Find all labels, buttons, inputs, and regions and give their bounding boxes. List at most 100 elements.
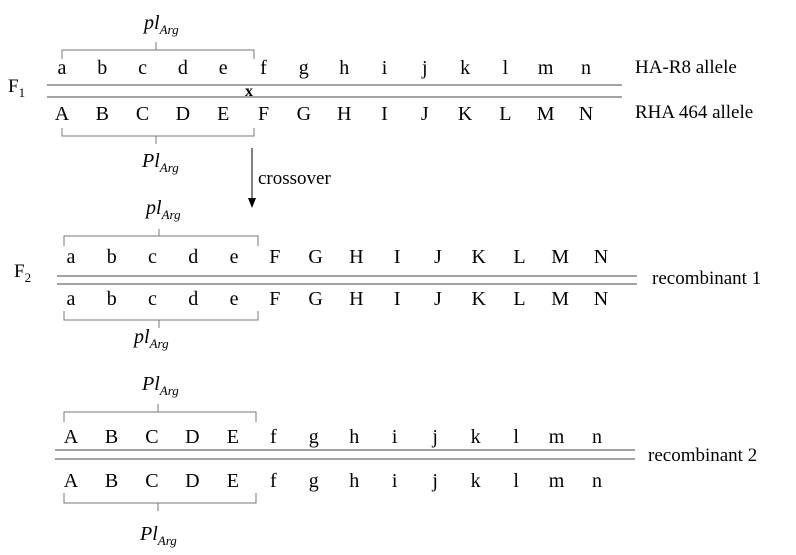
gene-locus-A: A xyxy=(64,426,79,448)
f1-top-allele-label: HA-R8 allele xyxy=(635,57,737,78)
gene-locus-j: j xyxy=(431,426,438,448)
f1-bottom-brace-label: PlArg xyxy=(141,150,179,175)
r1-bottom-brace-sub: Arg xyxy=(149,336,170,351)
gene-locus-d: d xyxy=(188,246,198,268)
crossover-arrow-head xyxy=(248,198,256,208)
gene-locus-f: f xyxy=(260,57,267,79)
gene-locus-M: M xyxy=(537,103,555,125)
gene-locus-j: j xyxy=(431,470,438,492)
gene-locus-k: k xyxy=(460,57,470,79)
gene-locus-A: A xyxy=(55,103,70,125)
r2-bottom-brace xyxy=(63,493,257,511)
gene-locus-n: n xyxy=(592,426,602,448)
gene-locus-I: I xyxy=(394,288,401,310)
r1-top-brace xyxy=(63,229,259,246)
gene-locus-N: N xyxy=(594,246,608,268)
gene-locus-C: C xyxy=(145,470,158,492)
r2-top-brace-main: Pl xyxy=(141,373,160,395)
gene-locus-d: d xyxy=(178,57,188,79)
crossover-label: crossover xyxy=(258,168,331,189)
gene-locus-d: d xyxy=(188,288,198,310)
gene-locus-n: n xyxy=(581,57,591,79)
gene-locus-C: C xyxy=(145,426,158,448)
r1-bottom-brace-label: plArg xyxy=(132,326,169,351)
gene-locus-e: e xyxy=(230,246,239,268)
gene-locus-g: g xyxy=(309,470,319,492)
gene-locus-H: H xyxy=(349,288,363,310)
gene-locus-B: B xyxy=(96,103,109,125)
f1-crossover-mark: x xyxy=(245,83,253,100)
gene-locus-M: M xyxy=(551,246,569,268)
r1-bottom-brace xyxy=(63,311,259,328)
gene-locus-m: m xyxy=(549,470,565,492)
gene-locus-h: h xyxy=(339,57,349,79)
gene-locus-h: h xyxy=(349,470,359,492)
gene-locus-A: A xyxy=(64,470,79,492)
r2-top-brace xyxy=(63,404,257,422)
gene-locus-J: J xyxy=(434,288,442,310)
gene-locus-E: E xyxy=(227,426,239,448)
f2-generation-letter: F xyxy=(14,261,25,282)
f1-top-brace-sub: Arg xyxy=(159,22,180,37)
gene-locus-H: H xyxy=(349,246,363,268)
f1-generation-subscript: 1 xyxy=(19,85,26,100)
gene-locus-L: L xyxy=(513,246,525,268)
gene-locus-G: G xyxy=(297,103,311,125)
gene-locus-a: a xyxy=(67,246,76,268)
gene-locus-g: g xyxy=(299,57,309,79)
crossover-arrow-group: crossover xyxy=(248,148,331,208)
gene-locus-D: D xyxy=(185,470,199,492)
f1-bottom-brace xyxy=(61,128,255,144)
gene-locus-L: L xyxy=(513,288,525,310)
r1-top-brace-main: pl xyxy=(144,197,162,219)
gene-locus-g: g xyxy=(309,426,319,448)
f1-bottom-allele-label: RHA 464 allele xyxy=(635,102,753,123)
gene-locus-N: N xyxy=(594,288,608,310)
gene-locus-F: F xyxy=(269,246,280,268)
gene-locus-K: K xyxy=(471,246,486,268)
gene-locus-l: l xyxy=(513,426,519,448)
gene-locus-l: l xyxy=(513,470,519,492)
gene-locus-J: J xyxy=(434,246,442,268)
gene-locus-B: B xyxy=(105,470,118,492)
f2-generation-label: F2 xyxy=(14,261,31,285)
gene-locus-c: c xyxy=(138,57,147,79)
gene-locus-b: b xyxy=(107,288,117,310)
gene-locus-f: f xyxy=(270,426,277,448)
gene-locus-h: h xyxy=(349,426,359,448)
gene-locus-F: F xyxy=(258,103,269,125)
gene-locus-K: K xyxy=(471,288,486,310)
gene-locus-L: L xyxy=(499,103,511,125)
f1-top-brace-label: plArg xyxy=(142,12,179,37)
gene-locus-b: b xyxy=(107,246,117,268)
gene-locus-E: E xyxy=(227,470,239,492)
gene-locus-J: J xyxy=(421,103,429,125)
gene-locus-D: D xyxy=(176,103,190,125)
r1-bottom-brace-main: pl xyxy=(132,326,150,348)
gene-locus-m: m xyxy=(538,57,554,79)
gene-locus-j: j xyxy=(421,57,428,79)
gene-locus-b: b xyxy=(97,57,107,79)
gene-locus-C: C xyxy=(136,103,149,125)
gene-locus-I: I xyxy=(394,246,401,268)
f1-top-brace-main: pl xyxy=(142,12,160,34)
gene-locus-e: e xyxy=(230,288,239,310)
gene-locus-N: N xyxy=(579,103,593,125)
f1-bottom-brace-main: Pl xyxy=(141,150,160,172)
r2-top-brace-label: PlArg xyxy=(141,373,179,398)
f1-generation-label: F1 xyxy=(8,76,25,100)
recombinant-2-label: recombinant 2 xyxy=(648,445,757,466)
r2-top-brace-sub: Arg xyxy=(159,383,180,398)
gene-locus-i: i xyxy=(392,470,398,492)
gene-locus-e: e xyxy=(219,57,228,79)
gene-locus-l: l xyxy=(503,57,509,79)
gene-locus-H: H xyxy=(337,103,351,125)
r2-bottom-brace-sub: Arg xyxy=(157,533,178,548)
gene-locus-D: D xyxy=(185,426,199,448)
